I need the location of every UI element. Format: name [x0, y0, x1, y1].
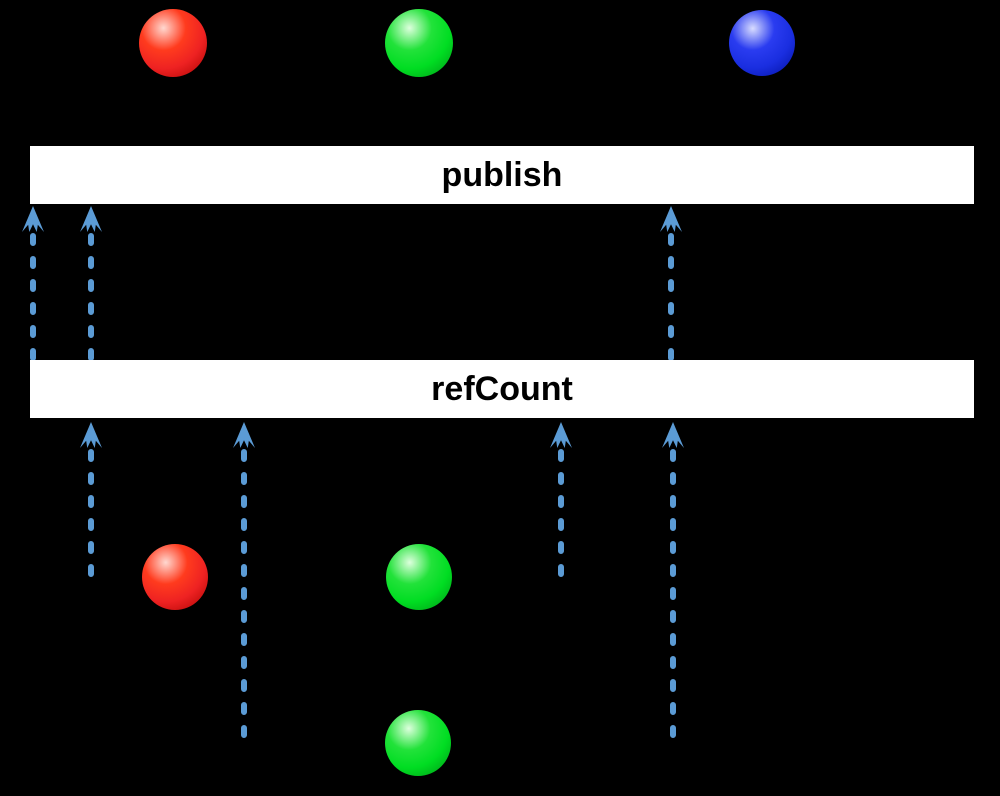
dashed-arrow-up-icon — [233, 422, 255, 751]
dashed-arrow-up-icon — [662, 422, 684, 751]
marble-red-output — [139, 9, 207, 77]
marble-blue-output — [729, 10, 795, 76]
marble-green-source-1 — [386, 544, 452, 610]
marble-red-source — [142, 544, 208, 610]
operator-label-publish: publish — [441, 156, 563, 194]
dashed-arrow-up-icon — [80, 422, 102, 583]
dashed-arrow-up-icon — [22, 206, 44, 363]
dashed-arrow-up-icon — [660, 206, 682, 363]
marble-green-source-2 — [385, 710, 451, 776]
operator-bar-refcount[interactable]: refCount — [30, 360, 974, 418]
dashed-arrow-up-icon — [550, 422, 572, 583]
operator-label-refcount: refCount — [431, 370, 573, 408]
marble-green-output — [385, 9, 453, 77]
dashed-arrow-up-icon — [80, 206, 102, 363]
operator-bar-publish[interactable]: publish — [30, 146, 974, 204]
